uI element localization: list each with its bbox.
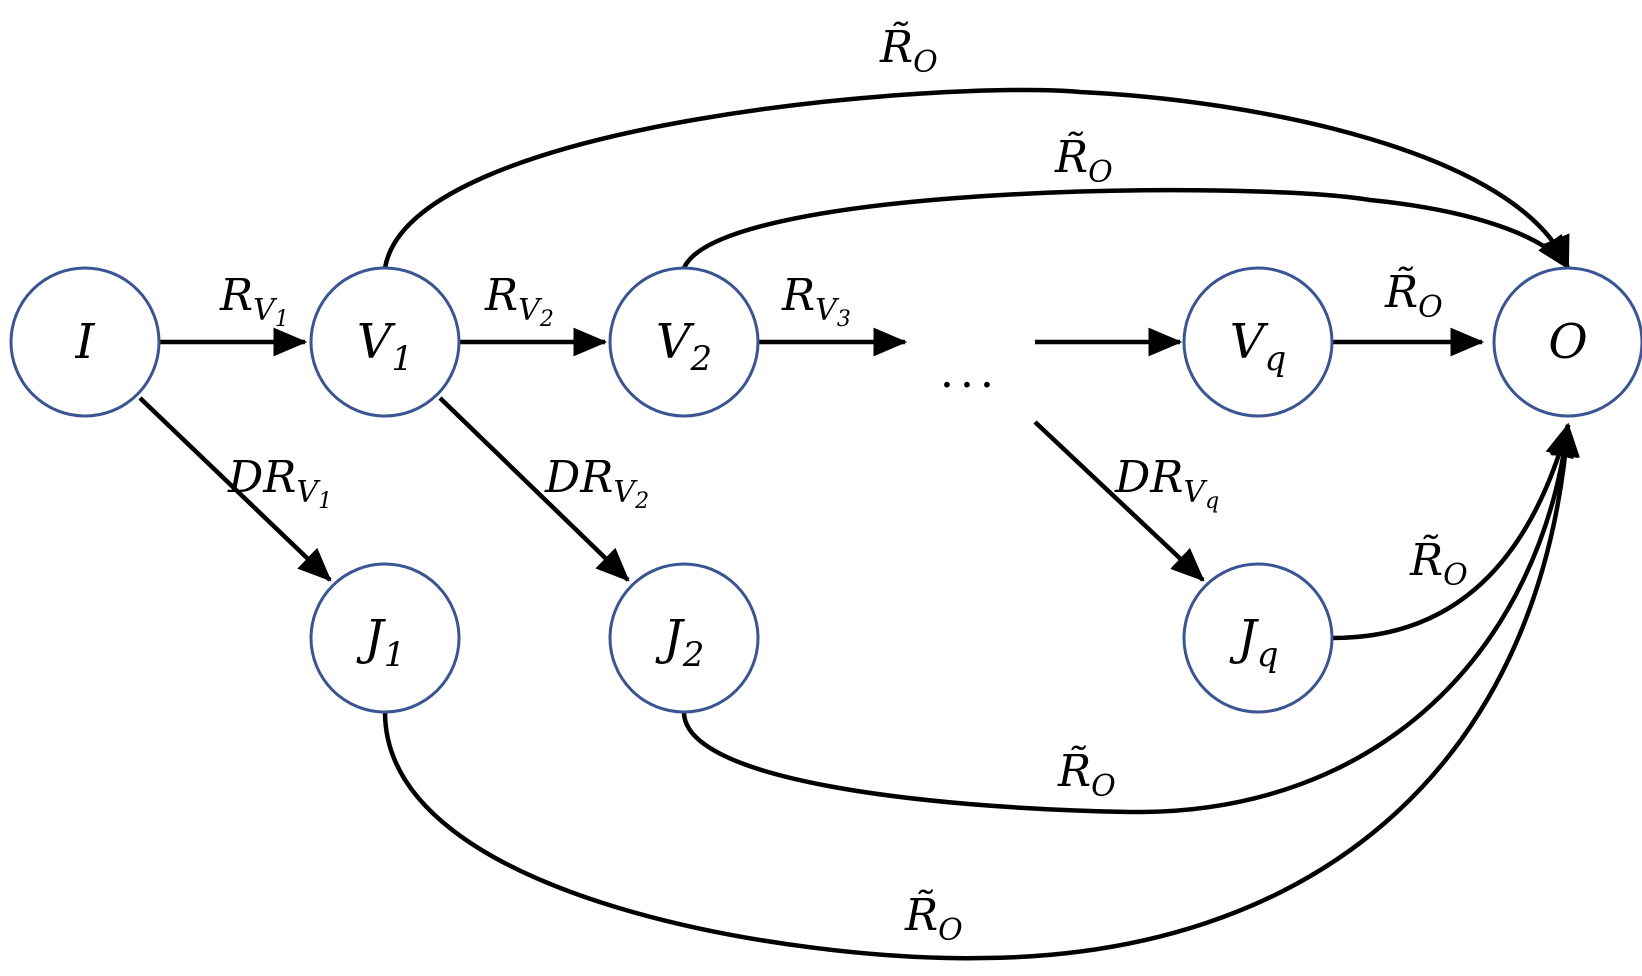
label-R-V1: RV1 bbox=[219, 270, 289, 332]
node-J2: J2 bbox=[608, 562, 760, 714]
label-R-tilde-O-J1: R̃O bbox=[904, 888, 963, 948]
edge-labels: RV1 RV2 RV3 DRV1 DRV2 DRVq R̃O R̃O R̃O bbox=[219, 20, 1468, 948]
node-I-label: I bbox=[75, 314, 96, 370]
node-O: O bbox=[1492, 266, 1642, 418]
node-V2-main: V bbox=[656, 314, 695, 370]
node-Jq-circle bbox=[1182, 562, 1334, 714]
node-Jq: Jq bbox=[1182, 562, 1334, 714]
label-R-tilde-O-Jq: R̃O bbox=[1409, 533, 1468, 593]
label-R-tilde-O-top: R̃O bbox=[879, 20, 938, 80]
label-R-tilde-O-mid: R̃O bbox=[1054, 130, 1113, 190]
node-V1: V1 bbox=[309, 266, 461, 418]
nodes: I V1 V2 Vq O bbox=[9, 266, 1642, 714]
node-Vq-circle bbox=[1182, 266, 1334, 418]
node-V1-main: V bbox=[357, 314, 396, 370]
label-DR-V1: DRV1 bbox=[227, 452, 332, 514]
edge-J2-O bbox=[681, 422, 1579, 815]
node-I-circle bbox=[9, 266, 161, 418]
node-J1: J1 bbox=[309, 562, 461, 714]
node-O-main: O bbox=[1548, 314, 1587, 370]
label-R-V2: RV2 bbox=[484, 270, 554, 332]
node-Vq: Vq bbox=[1182, 266, 1334, 418]
node-I-main: I bbox=[75, 314, 96, 370]
label-DR-V2: DRV2 bbox=[544, 452, 649, 514]
node-O-label: O bbox=[1548, 314, 1587, 370]
node-J1-circle bbox=[309, 562, 461, 714]
label-R-V3: RV3 bbox=[781, 270, 851, 332]
label-R-tilde-O-Vq: R̃O bbox=[1384, 265, 1443, 325]
node-V2: V2 bbox=[608, 266, 760, 418]
edge-V2-O bbox=[681, 187, 1570, 270]
node-Jq-sub: q bbox=[1257, 635, 1279, 675]
label-R-tilde-O-J2: R̃O bbox=[1057, 744, 1116, 804]
edge-V1-O bbox=[382, 87, 1571, 271]
node-Vq-sub: q bbox=[1264, 339, 1286, 379]
ellipsis: ··· bbox=[940, 360, 1000, 411]
edge-V1-J2 bbox=[438, 396, 630, 582]
edge-J1-O bbox=[382, 422, 1580, 961]
edges bbox=[138, 87, 1580, 961]
node-V2-circle bbox=[608, 266, 760, 418]
node-V1-label: V1 bbox=[357, 314, 413, 379]
node-J2-sub: 2 bbox=[682, 635, 705, 675]
node-V2-sub: 2 bbox=[690, 339, 713, 379]
node-Vq-label: Vq bbox=[1230, 314, 1286, 379]
node-V2-label: V2 bbox=[656, 314, 712, 379]
node-J1-sub: 1 bbox=[384, 635, 406, 675]
node-Vq-main: V bbox=[1230, 314, 1269, 370]
label-DR-Vq: DRVq bbox=[1114, 452, 1219, 514]
node-I: I bbox=[9, 266, 161, 418]
edge-dots-Jq bbox=[1033, 420, 1205, 582]
edge-Jq-O bbox=[1332, 422, 1574, 641]
node-V1-sub: 1 bbox=[392, 339, 414, 379]
node-V1-circle bbox=[309, 266, 461, 418]
node-O-circle bbox=[1492, 266, 1642, 418]
edge-I-J1 bbox=[138, 396, 332, 582]
node-J2-circle bbox=[608, 562, 760, 714]
